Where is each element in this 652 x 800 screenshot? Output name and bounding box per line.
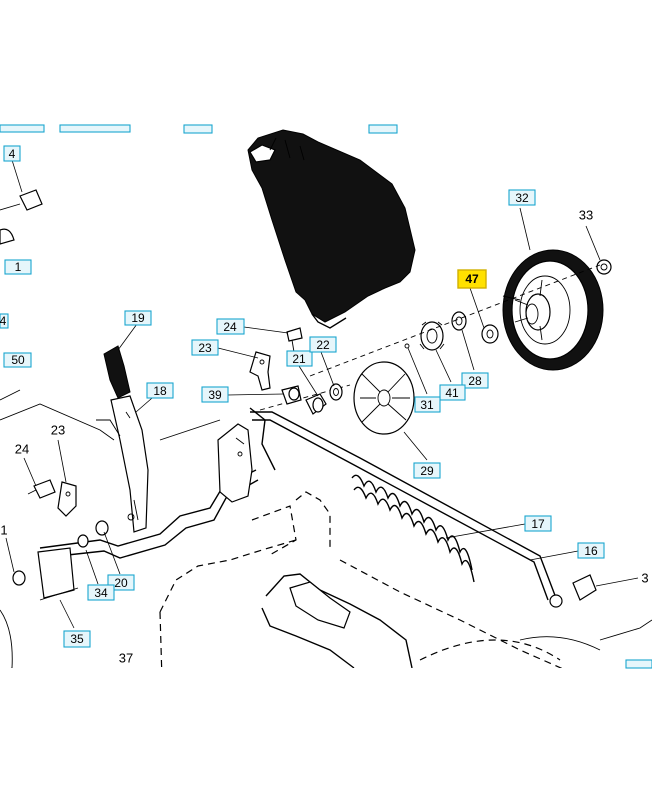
svg-text:37: 37 [119, 651, 133, 666]
callout-22: 22 [309, 336, 337, 353]
svg-text:3: 3 [641, 571, 648, 586]
svg-text:18: 18 [153, 384, 167, 398]
callout-29: 29 [413, 462, 441, 479]
callout-37: 37 [119, 651, 133, 666]
svg-text:32: 32 [515, 191, 529, 205]
top-cropped-callouts [0, 124, 398, 134]
svg-text:4: 4 [0, 314, 7, 328]
center-small-parts [249, 327, 343, 415]
hub-nut [596, 259, 612, 275]
callout-32: 32 [508, 189, 536, 206]
connecting-rod [250, 411, 597, 608]
svg-text:16: 16 [584, 544, 598, 558]
callout-3: 3 [641, 571, 648, 586]
svg-text:4: 4 [9, 147, 16, 161]
callout-35: 35 [63, 630, 91, 648]
leader-lines [5, 159, 639, 629]
callout-17: 17 [524, 515, 552, 532]
deck-outline [0, 389, 652, 681]
callout-33: 33 [579, 208, 593, 223]
svg-text:23: 23 [51, 423, 65, 438]
rear-axle-rod [12, 407, 276, 601]
callout-39: 39 [201, 386, 229, 403]
callout-24a: 24 [216, 318, 245, 335]
callout-47: 47 [457, 269, 487, 289]
callout-50: 50 [3, 352, 32, 368]
svg-text:19: 19 [131, 311, 145, 325]
left-bolts [0, 189, 77, 517]
callout-41: 41 [439, 384, 466, 401]
svg-text:33: 33 [579, 208, 593, 223]
svg-text:39: 39 [208, 388, 222, 402]
grass-bag-frame [247, 129, 416, 329]
callout-4b: 4 [0, 313, 9, 329]
svg-text:1: 1 [15, 260, 22, 274]
svg-text:34: 34 [94, 586, 108, 600]
svg-text:29: 29 [420, 464, 434, 478]
callout-18: 18 [146, 382, 174, 399]
bottom-cutoff [0, 668, 652, 800]
drive-gear [419, 321, 445, 351]
callout-16: 16 [577, 542, 605, 559]
wheel-disc [353, 361, 415, 435]
svg-text:22: 22 [316, 338, 330, 352]
spring [351, 474, 475, 583]
callout-19: 19 [124, 310, 152, 326]
callout-31: 31 [414, 396, 441, 413]
callout-4: 4 [3, 145, 21, 162]
svg-text:1: 1 [0, 523, 7, 538]
axle-centerlines [259, 264, 601, 411]
svg-text:35: 35 [70, 632, 84, 646]
callout-21: 21 [286, 350, 313, 367]
callout-edge-box [625, 659, 652, 669]
svg-text:24: 24 [223, 320, 237, 334]
svg-text:20: 20 [114, 576, 128, 590]
svg-text:28: 28 [468, 374, 482, 388]
callout-24b: 24 [15, 442, 29, 457]
callout-28: 28 [461, 372, 489, 389]
svg-text:17: 17 [531, 517, 545, 531]
callout-20: 20 [107, 574, 135, 591]
svg-text:31: 31 [420, 398, 434, 412]
washers [404, 311, 499, 349]
svg-text:47: 47 [465, 272, 479, 286]
svg-text:41: 41 [445, 386, 459, 400]
callout-23b: 23 [51, 423, 65, 438]
callout-34: 34 [87, 584, 115, 601]
height-lever [103, 345, 149, 533]
svg-text:21: 21 [292, 352, 306, 366]
svg-text:50: 50 [11, 353, 25, 367]
rear-wheel [502, 249, 604, 371]
callout-1: 1 [4, 259, 32, 275]
svg-text:23: 23 [198, 341, 212, 355]
callout-1b: 1 [0, 523, 7, 538]
svg-text:24: 24 [15, 442, 29, 457]
callout-23a: 23 [191, 339, 219, 356]
drive-belt [0, 573, 601, 673]
